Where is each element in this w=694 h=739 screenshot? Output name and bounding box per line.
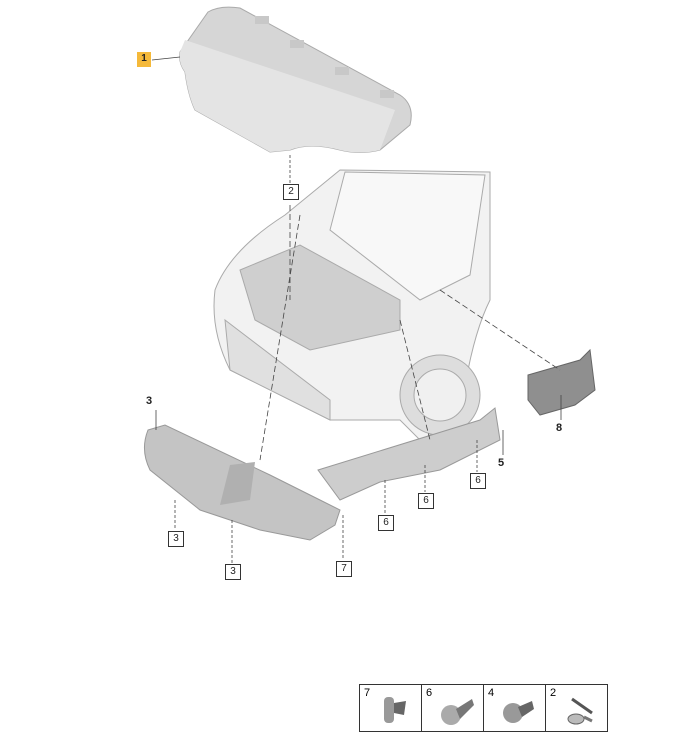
callout-6[interactable]: 6 [418, 493, 434, 509]
hose-clip-icon [567, 697, 593, 725]
callout-8[interactable]: 8 [556, 422, 563, 434]
callout-3[interactable]: 3 [146, 395, 153, 407]
legend-number: 4 [488, 687, 495, 699]
leader-lines [151, 56, 562, 563]
expanding-rivet-icon [441, 699, 474, 725]
fastener-legend: 7 6 4 2 [359, 684, 608, 732]
side-trim-part[interactable] [317, 407, 501, 501]
clip-icon [384, 697, 406, 723]
legend-number: 6 [426, 687, 433, 699]
legend-number: 2 [550, 687, 557, 699]
front-cover-part[interactable] [144, 424, 341, 541]
callout-6[interactable]: 6 [470, 473, 486, 489]
callout-7[interactable]: 7 [336, 561, 352, 577]
legend-item-7[interactable]: 7 [360, 685, 422, 731]
bracket-part[interactable] [527, 348, 596, 416]
push-rivet-icon [503, 701, 534, 723]
legend-item-6[interactable]: 6 [422, 685, 484, 731]
callout-3-box[interactable]: 3 [168, 531, 184, 547]
callout-1[interactable]: 1 [137, 52, 151, 67]
callout-3-box[interactable]: 3 [225, 564, 241, 580]
insulation-pad-part[interactable] [179, 6, 412, 153]
vehicle-front-illustration [213, 169, 491, 441]
callout-5[interactable]: 5 [498, 457, 505, 469]
legend-item-4[interactable]: 4 [484, 685, 546, 731]
callout-6[interactable]: 6 [378, 515, 394, 531]
legend-item-2[interactable]: 2 [546, 685, 607, 731]
legend-number: 7 [364, 687, 371, 699]
callout-2[interactable]: 2 [283, 184, 299, 200]
